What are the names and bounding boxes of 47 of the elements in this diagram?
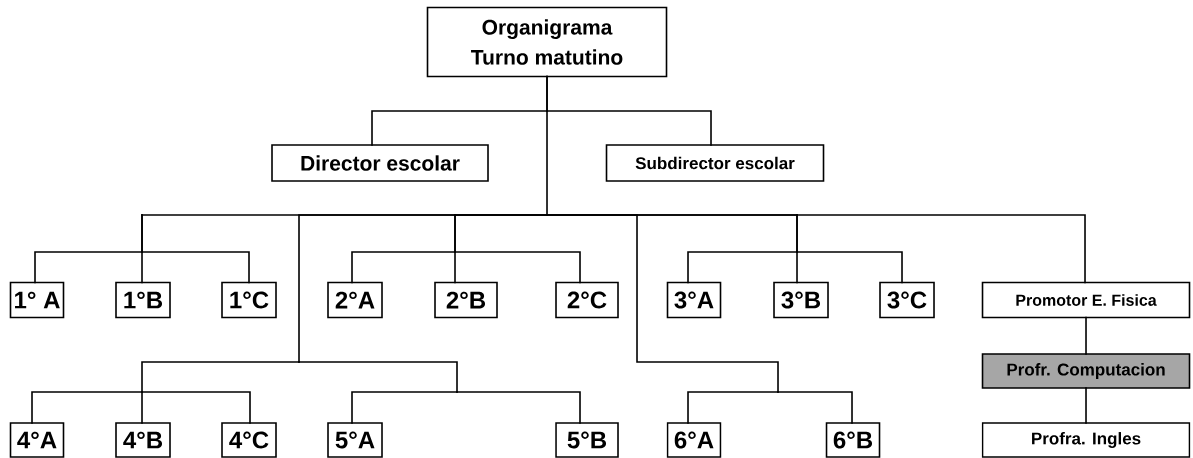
grade-box: 1°B (115, 281, 171, 319)
connector-line (351, 251, 456, 284)
connector-line (1085, 387, 1087, 424)
connector-line (454, 214, 456, 284)
role-box: Promotor E. Fisica (981, 281, 1191, 319)
grade-box: 5°A (327, 422, 383, 458)
connector-line (141, 391, 143, 424)
grade-box: 4°A (9, 422, 65, 458)
connector-line (298, 214, 548, 363)
connector-line (1085, 316, 1087, 355)
connector-line (687, 251, 798, 284)
connector-line (34, 251, 143, 284)
grade-box: 6°A (666, 422, 722, 458)
grade-box: 6°B (825, 422, 881, 458)
grade-box: 1°C (221, 281, 277, 319)
connector-line (456, 391, 581, 424)
connector-line (141, 251, 250, 284)
grade-box: 2°B (434, 281, 498, 319)
connector-line (454, 251, 581, 284)
connector-line (546, 214, 779, 393)
connector-line (371, 110, 548, 146)
connector-line (141, 361, 300, 393)
grade-box: 4°B (115, 422, 171, 458)
connector-line (31, 391, 143, 424)
grade-box: 3°B (773, 281, 829, 319)
connector-line (687, 391, 779, 424)
connector-line (298, 361, 458, 393)
connector-line (796, 251, 903, 284)
title-box: Organigrama Turno matutino (426, 6, 668, 78)
grade-box: 2°C (555, 281, 619, 319)
connector-line (796, 214, 798, 284)
role-box: Profra. Ingles (981, 422, 1191, 458)
grade-box: 3°A (666, 281, 722, 319)
grade-box: 2°A (327, 281, 383, 319)
grade-box: 3°C (879, 281, 935, 319)
grade-box: 5°B (555, 422, 619, 458)
connector-line (141, 214, 143, 284)
role-box: Profr. Computacion (981, 353, 1191, 389)
grade-box: 4°C (221, 422, 277, 458)
connector-line (546, 110, 712, 146)
grade-box: 1° A (9, 281, 65, 319)
role-box: Director escolar (271, 144, 489, 182)
connector-line (351, 391, 458, 424)
connector-line (141, 391, 251, 424)
connector-line (546, 75, 548, 216)
role-box: Subdirector escolar (605, 144, 825, 182)
connector-line (777, 391, 853, 424)
